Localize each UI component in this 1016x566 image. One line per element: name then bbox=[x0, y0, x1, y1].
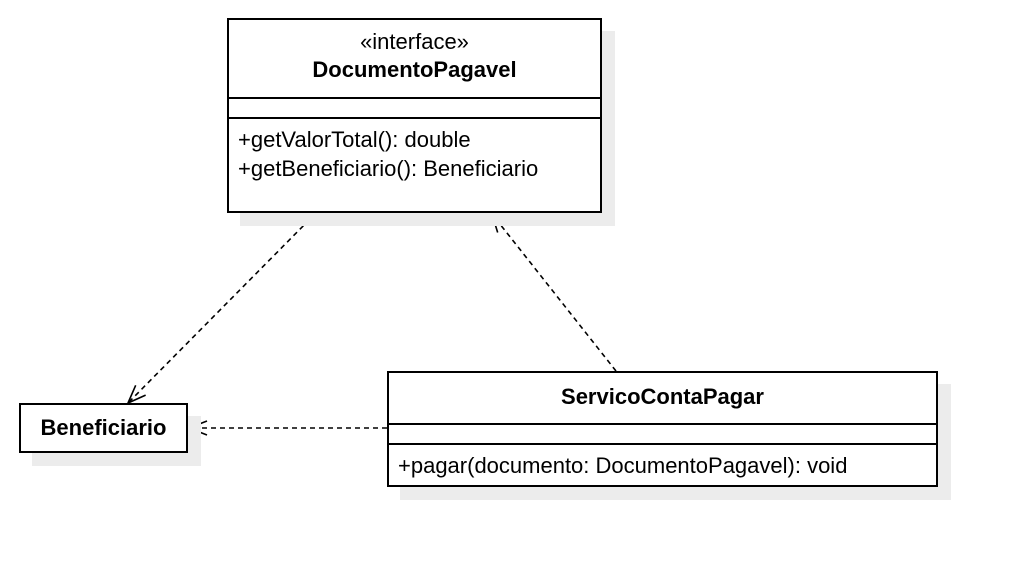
dependency-servico-to-documento bbox=[492, 214, 617, 372]
method-get-valor-total: +getValorTotal(): double bbox=[238, 127, 471, 152]
attributes-compartment bbox=[389, 423, 936, 443]
dependency-documento-to-beneficiario bbox=[128, 212, 317, 403]
class-name: DocumentoPagavel bbox=[312, 57, 517, 82]
attributes-compartment bbox=[229, 97, 600, 117]
class-name: ServicoContaPagar bbox=[561, 384, 764, 409]
class-header: «interface» DocumentoPagavel bbox=[229, 20, 600, 97]
class-beneficiario[interactable]: Beneficiario bbox=[19, 403, 188, 453]
class-servico-conta-pagar[interactable]: ServicoContaPagar +pagar(documento: Docu… bbox=[387, 371, 938, 487]
class-name: Beneficiario bbox=[40, 415, 167, 440]
class-documento-pagavel[interactable]: «interface» DocumentoPagavel +getValorTo… bbox=[227, 18, 602, 213]
methods-compartment: +getValorTotal(): double +getBeneficiari… bbox=[229, 117, 600, 183]
methods-compartment: +pagar(documento: DocumentoPagavel): voi… bbox=[389, 443, 936, 480]
method-pagar: +pagar(documento: DocumentoPagavel): voi… bbox=[398, 453, 848, 478]
method-get-beneficiario: +getBeneficiario(): Beneficiario bbox=[238, 156, 539, 181]
stereotype-label: «interface» bbox=[360, 29, 469, 54]
